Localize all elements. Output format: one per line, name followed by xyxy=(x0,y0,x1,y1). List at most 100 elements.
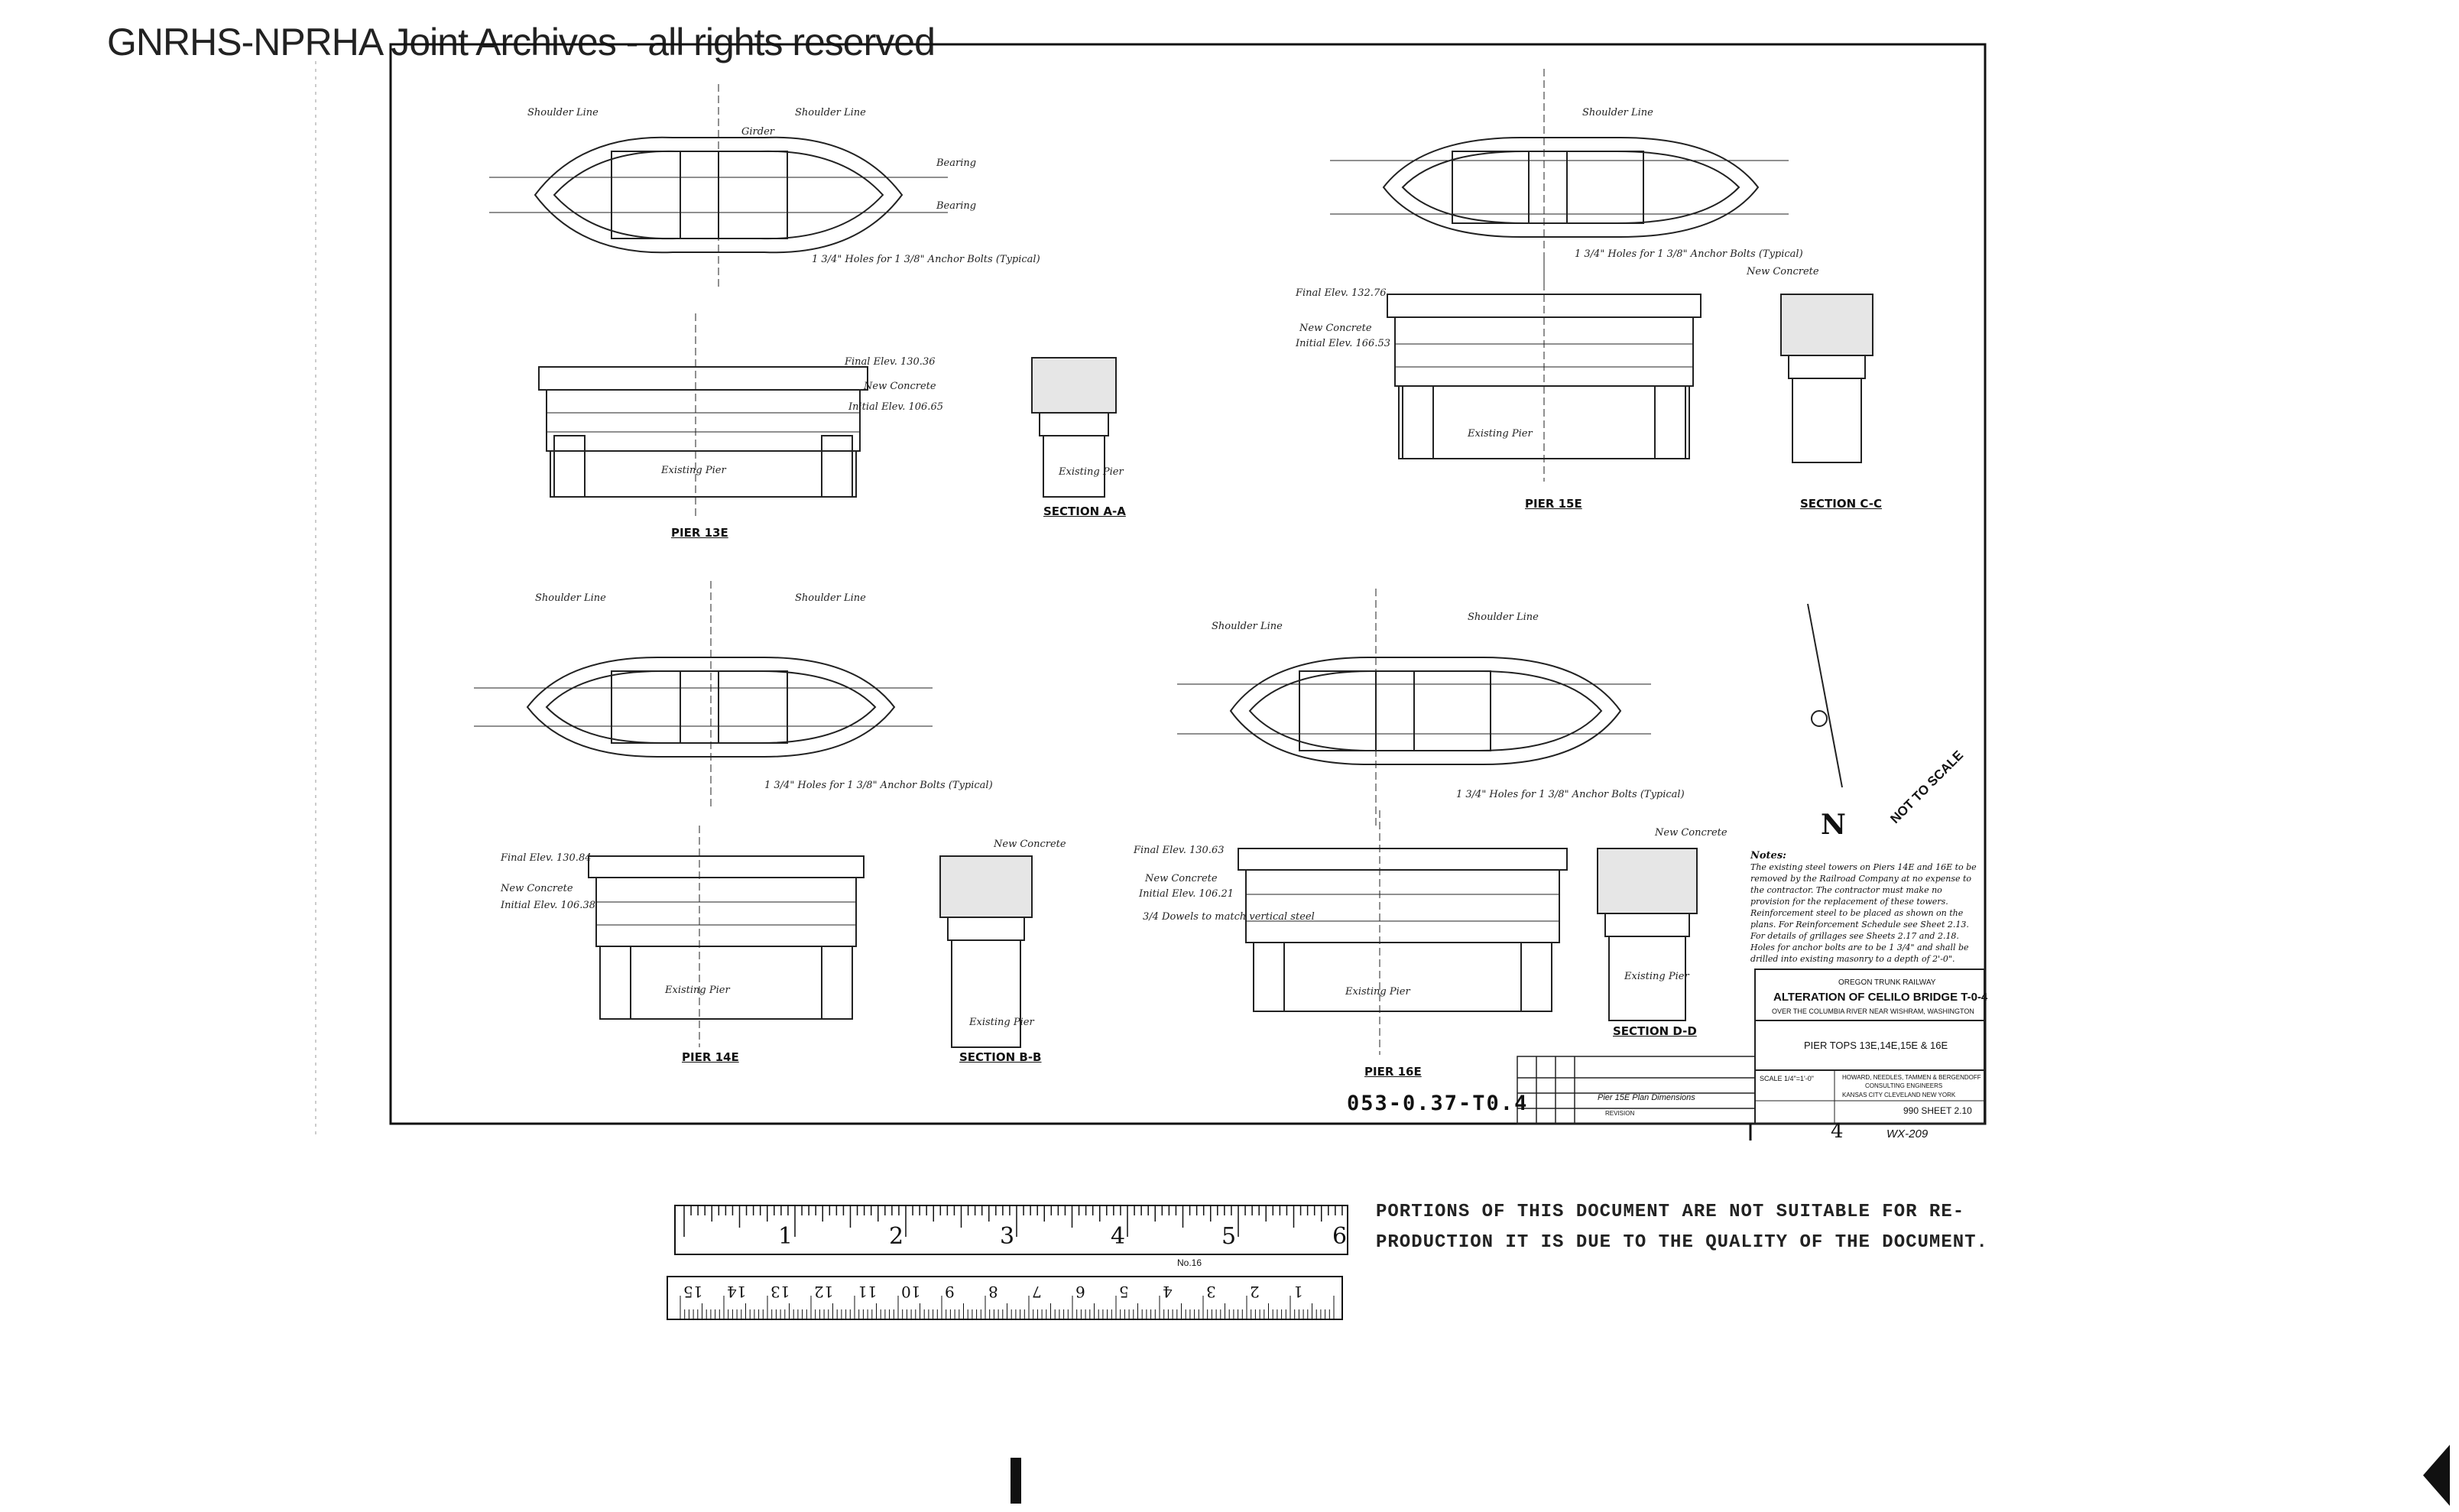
annotation-final-elev-15e: Final Elev. 132.76 xyxy=(1296,287,1387,299)
ruler-cm-label: 13 xyxy=(770,1283,790,1301)
annotation-new-concrete: New Concrete xyxy=(864,381,936,392)
ruler-cm-label: 3 xyxy=(1206,1283,1216,1301)
archive-header: GNRHS-NPRHA Joint Archives - all rights … xyxy=(107,21,936,63)
revision-entry: Pier 15E Plan Dimensions xyxy=(1598,1093,1695,1102)
annotation-existing-pier: Existing Pier xyxy=(969,1017,1034,1028)
north-arrow xyxy=(1807,603,1843,788)
ruler-inch-label: 4 xyxy=(1111,1223,1126,1250)
section-c-c xyxy=(1780,294,1873,463)
pier-14e-elevation xyxy=(588,826,865,1047)
ruler-cm-label: 11 xyxy=(858,1283,878,1301)
annotation-existing-pier: Existing Pier xyxy=(665,985,730,996)
annotation-existing-pier: Existing Pier xyxy=(1624,971,1689,982)
view-title-pier-16e: PIER 16E xyxy=(1364,1065,1422,1079)
annotation-shoulder-line: Shoulder Line xyxy=(527,107,599,118)
annotation-initial-elev-14e: Initial Elev. 106.38 xyxy=(501,900,595,911)
annotation-existing-pier: Existing Pier xyxy=(661,465,726,476)
drawing-number: 053-0.37-T0.4 xyxy=(1347,1092,1529,1115)
view-title-pier-14e: PIER 14E xyxy=(682,1050,739,1064)
pier-16e-elevation xyxy=(1238,810,1568,1055)
title-sheet-subject: PIER TOPS 13E,14E,15E & 16E xyxy=(1804,1040,1948,1051)
annotation-shoulder-line: Shoulder Line xyxy=(795,107,866,118)
ruler-cm-label: 12 xyxy=(814,1283,834,1301)
annotation-new-concrete: New Concrete xyxy=(1747,266,1819,277)
ruler-cm-label: 9 xyxy=(945,1283,955,1301)
ruler-cm-label: 5 xyxy=(1119,1283,1129,1301)
pier-14e-plan xyxy=(474,581,933,810)
annotation-anchor-bolts: 1 3/4" Holes for 1 3/8" Anchor Bolts (Ty… xyxy=(1456,789,1685,800)
ruler-inch-label: 3 xyxy=(1000,1223,1015,1250)
ruler-cm-label: 14 xyxy=(727,1283,747,1301)
pier-15e-elevation xyxy=(1387,260,1702,482)
annotation-shoulder-line: Shoulder Line xyxy=(1582,107,1653,118)
view-title-section-d-d: SECTION D-D xyxy=(1613,1024,1697,1038)
notes-heading: Notes: xyxy=(1750,850,1786,861)
annotation-shoulder-line: Shoulder Line xyxy=(795,592,866,604)
title-company: OREGON TRUNK RAILWAY xyxy=(1838,978,1936,987)
sheet-mark: 4 xyxy=(1831,1120,1844,1143)
annotation-new-concrete: New Concrete xyxy=(1655,827,1727,839)
ruler-cm-label: 4 xyxy=(1163,1283,1173,1301)
page-clip-mark xyxy=(1011,1458,1021,1504)
ruler-label: No.16 xyxy=(1177,1257,1202,1268)
ruler-inch-label: 1 xyxy=(778,1223,793,1250)
stamp-number: WX-209 xyxy=(1886,1128,1929,1140)
title-location: OVER THE COLUMBIA RIVER NEAR WISHRAM, WA… xyxy=(1772,1007,1974,1015)
annotation-initial-elev-15e: Initial Elev. 166.53 xyxy=(1296,338,1390,349)
annotation-new-concrete: New Concrete xyxy=(1299,323,1372,334)
ruler-inch-label: 6 xyxy=(1332,1223,1348,1250)
sheet-border xyxy=(389,43,1987,1125)
general-notes: Notes: The existing steel towers on Pier… xyxy=(1750,850,1980,965)
title-engineers: HOWARD, NEEDLES, TAMMEN & BERGENDOFF xyxy=(1842,1074,1981,1081)
annotation-initial-elev-13e: Initial Elev. 106.65 xyxy=(848,401,943,413)
title-sheet-ref: 990 SHEET 2.10 xyxy=(1903,1105,1972,1116)
ruler-cm-label: 10 xyxy=(901,1283,921,1301)
north-label: N xyxy=(1821,809,1846,841)
annotation-shoulder-line: Shoulder Line xyxy=(1212,621,1283,632)
annotation-final-elev-13e: Final Elev. 130.36 xyxy=(845,356,936,368)
annotation-anchor-bolts: 1 3/4" Holes for 1 3/8" Anchor Bolts (Ty… xyxy=(812,254,1040,265)
title-cities: KANSAS CITY CLEVELAND NEW YORK xyxy=(1842,1092,1956,1098)
annotation-existing-pier: Existing Pier xyxy=(1059,466,1124,478)
annotation-new-concrete: New Concrete xyxy=(994,839,1066,850)
annotation-new-concrete: New Concrete xyxy=(1145,873,1218,884)
view-title-section-c-c: SECTION C-C xyxy=(1800,497,1882,511)
annotation-final-elev-16e: Final Elev. 130.63 xyxy=(1134,845,1225,856)
title-scale: SCALE 1/4"=1'-0" xyxy=(1760,1075,1814,1082)
revision-heading: REVISION xyxy=(1605,1110,1635,1117)
annotation-final-elev-14e: Final Elev. 130.84 xyxy=(501,852,592,864)
pier-13e-elevation xyxy=(538,313,868,520)
annotation-anchor-bolts: 1 3/4" Holes for 1 3/8" Anchor Bolts (Ty… xyxy=(764,780,993,791)
ruler-cm-label: 1 xyxy=(1293,1283,1303,1301)
ruler-cm-label: 15 xyxy=(683,1283,703,1301)
pier-15e-plan xyxy=(1330,69,1789,290)
title-main: ALTERATION OF CELILO BRIDGE T-0-4 xyxy=(1773,991,1988,1004)
annotation-bearing: Bearing xyxy=(936,157,977,169)
notes-body: The existing steel towers on Piers 14E a… xyxy=(1750,862,1977,964)
pier-16e-plan xyxy=(1177,589,1651,826)
annotation-new-concrete: New Concrete xyxy=(501,883,573,894)
annotation-bearing: Bearing xyxy=(936,200,977,212)
section-a-a xyxy=(1031,357,1117,498)
section-d-d xyxy=(1597,848,1698,1021)
view-title-section-b-b: SECTION B-B xyxy=(959,1050,1042,1064)
ruler-cm-label: 6 xyxy=(1075,1283,1085,1301)
view-title-pier-15e: PIER 15E xyxy=(1525,497,1582,511)
annotation-anchor-bolts: 1 3/4" Holes for 1 3/8" Anchor Bolts (Ty… xyxy=(1575,248,1803,260)
annotation-existing-pier: Existing Pier xyxy=(1468,428,1533,440)
ruler-cm-label: 7 xyxy=(1032,1283,1042,1301)
view-title-section-a-a: SECTION A-A xyxy=(1043,505,1126,518)
title-block xyxy=(1754,969,1985,1124)
annotation-shoulder-line: Shoulder Line xyxy=(535,592,606,604)
annotation-initial-elev-16e: Initial Elev. 106.21 xyxy=(1139,888,1234,900)
annotation-dowels: 3/4 Dowels to match vertical steel xyxy=(1143,911,1315,923)
ruler-cm-label: 8 xyxy=(988,1283,998,1301)
section-b-b xyxy=(939,855,1033,1048)
reproduction-notice-line2: PRODUCTION IT IS DUE TO THE QUALITY OF T… xyxy=(1376,1232,1988,1253)
revision-block xyxy=(1517,1056,1756,1124)
ruler-inch-label: 5 xyxy=(1221,1223,1237,1250)
ruler-inch-label: 2 xyxy=(889,1223,904,1250)
annotation-existing-pier: Existing Pier xyxy=(1345,986,1410,998)
